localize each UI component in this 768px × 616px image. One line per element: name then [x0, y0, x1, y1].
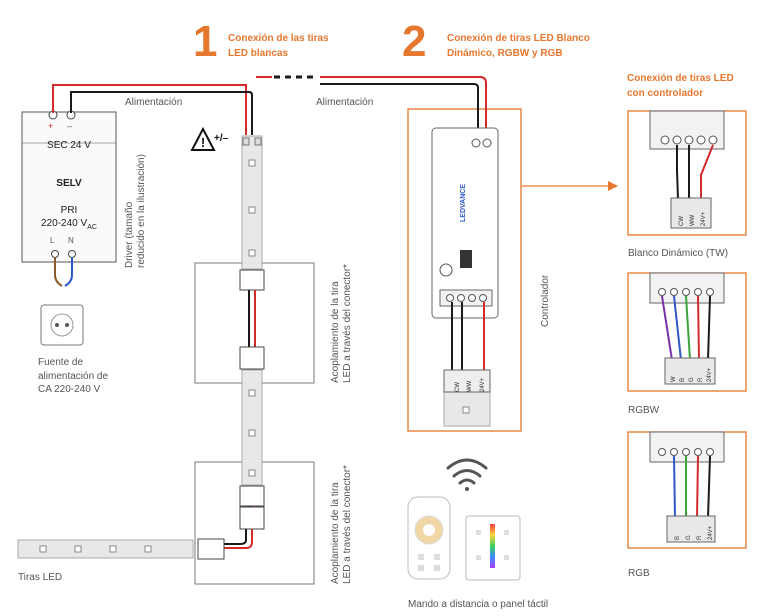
rgb-connector [666, 515, 716, 543]
led-strips-label: Tiras LED [18, 572, 63, 583]
section-1-number: 1 [193, 17, 218, 66]
power-source-label: Fuente de alimentación de CA 220-240 V [38, 357, 109, 395]
driver-l: L [50, 236, 55, 245]
controller-terminal-cw: CW [455, 382, 461, 392]
wire-red-driver [52, 84, 247, 135]
controller-section-box [407, 108, 522, 432]
driver-pri-voltage: 220-240 VAC [41, 218, 97, 231]
rgbw-terminal-24v: 24V+ [707, 367, 713, 382]
driver-selv: SELV [56, 178, 82, 189]
remote-label: Mando a distancia o panel táctil [408, 599, 549, 610]
tw-terminal-24v: 24V+ [701, 211, 707, 226]
svg-text:!: ! [201, 135, 205, 150]
tw-label: Blanco Dinámico (TW) [628, 248, 729, 259]
controller-panel-title: Conexión de tiras LED con controlador [627, 73, 734, 99]
section-2-number: 2 [402, 17, 427, 66]
polarity-label: +/– [214, 133, 229, 144]
rgbw-label: RGBW [628, 405, 660, 416]
tw-connector [670, 197, 712, 229]
label-alimentacion-left: Alimentación [125, 97, 183, 108]
led-strip-vertical-2 [241, 369, 263, 486]
coupling-bottom-label: Acoplamiento de la tira LED a través del… [330, 465, 353, 584]
connector-bottom-2 [239, 506, 265, 530]
warning-triangle-icon [190, 126, 216, 151]
wire-blue-mains [64, 257, 73, 287]
driver-pri: PRI [60, 205, 78, 216]
wire-black-controller [320, 83, 479, 138]
rgb-terminal-24v: 24V+ [708, 525, 714, 540]
driver-minus: – [67, 121, 73, 131]
label-alimentacion-right: Alimentación [316, 97, 374, 108]
connector-top-2 [239, 346, 265, 370]
controller-terminal-24v: 24V+ [480, 377, 486, 392]
driver-caption: Driver (tamaño reducido en la ilustració… [124, 154, 147, 268]
connector-horizontal [197, 538, 225, 560]
driver-sec: SEC 24 V [47, 140, 91, 151]
controller-brand: LEDVANCE [460, 184, 467, 222]
wire-brown-mains [54, 257, 63, 287]
led-strip-vertical-1 [241, 135, 263, 270]
rgb-label: RGB [628, 568, 650, 579]
section-2-title: Conexión de tiras LED Blanco Dinámico, R… [447, 33, 590, 59]
connector-top-1 [239, 269, 265, 291]
controller-terminal-ww: WW [467, 380, 473, 392]
driver-terminal-n [68, 250, 76, 258]
rgbw-connector [664, 357, 716, 385]
wifi-icon [446, 458, 488, 491]
coupling-top-label: Acoplamiento de la tira LED a través del… [330, 264, 353, 383]
driver-n: N [68, 236, 74, 245]
power-socket [40, 304, 84, 346]
controller-device [431, 127, 499, 319]
led-strip-horizontal [17, 539, 194, 559]
section-1-title: Conexión de las tiras LED blancas [228, 33, 329, 59]
arrow-right-icon [608, 181, 618, 191]
wire-red-controller [320, 76, 487, 138]
connector-bottom-1 [239, 485, 265, 507]
wire-black-driver [70, 91, 253, 135]
controller-label: Controlador [540, 274, 551, 327]
driver-terminal-l [51, 250, 59, 258]
driver-plus: + [48, 121, 54, 131]
